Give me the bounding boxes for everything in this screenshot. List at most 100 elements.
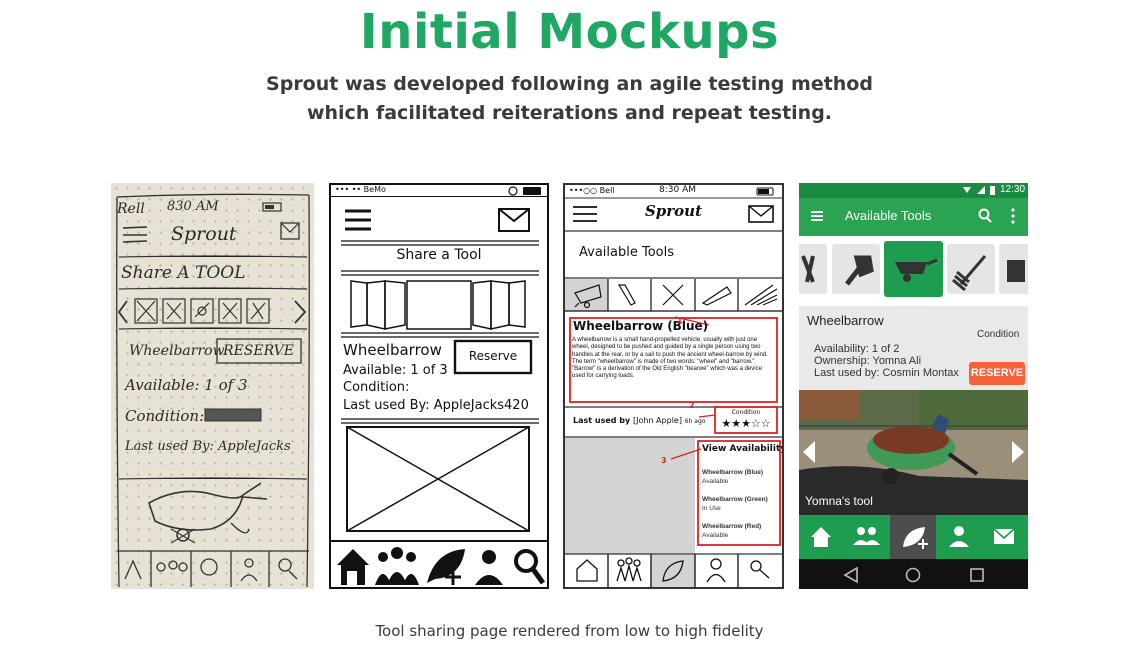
bq-availability-item-status: In Use — [702, 505, 721, 512]
page-subtitle: Sprout was developed following an agile … — [0, 70, 1139, 128]
sketch-app-name: Sprout — [171, 223, 237, 245]
hf-home-icon — [811, 527, 831, 547]
hf-reserve-button[interactable]: RESERVE — [969, 362, 1025, 385]
wf-bottom-nav — [337, 547, 546, 585]
bq-annotation-3: 3 — [661, 456, 667, 465]
bq-item-title: Wheelbarrow (Blue) — [573, 319, 709, 333]
home-circle-icon — [905, 567, 921, 583]
hf-wheelbarrow-icon — [895, 262, 927, 274]
bq-availability-item[interactable]: Wheelbarrow (Green) In Use — [702, 496, 778, 523]
bq-availability-item-status: Available — [702, 532, 729, 539]
hf-more-icon — [1011, 208, 1015, 224]
bq-annotation-1: 1 — [677, 316, 683, 325]
hf-shovel-icon — [845, 255, 874, 286]
high-fidelity-mockup: 12:30 Available Tools Wheelbarrow Condit… — [799, 183, 1028, 589]
bq-shovel-tab-icon — [617, 284, 636, 306]
battery-icon — [990, 186, 995, 195]
hf-ownership: Ownership: Yomna Ali — [814, 355, 922, 367]
bq-availability-item[interactable]: Wheelbarrow (Red) Available — [702, 523, 778, 550]
bq-last-used-label: Last used by — [573, 416, 631, 425]
wf-available: Available: 1 of 3 — [343, 363, 448, 378]
wf-search-icon — [514, 549, 538, 573]
bq-view-availability[interactable]: View Availability — [702, 444, 784, 454]
bq-availability-item-name: Wheelbarrow (Green) — [702, 496, 768, 503]
wf-item-name: Wheelbarrow — [343, 341, 442, 359]
bq-people-icon — [617, 559, 625, 567]
bq-last-used-user: [John Apple] — [633, 416, 682, 425]
wf-carrier: ••• •• BeMo — [335, 185, 386, 194]
bq-page-title: Available Tools — [579, 245, 674, 260]
sketch-condition: Condition: — [125, 407, 205, 425]
hf-search-icon — [978, 208, 992, 223]
bq-leaf-icon — [662, 560, 684, 582]
wf-reserve-label[interactable]: Reserve — [468, 349, 518, 363]
wifi-icon — [963, 187, 971, 193]
hf-pruner-icon — [801, 255, 815, 283]
bq-drawing — [565, 187, 782, 587]
wf-user-icon — [482, 550, 496, 564]
bq-time: 8:30 AM — [659, 185, 696, 195]
hf-people-icon — [857, 527, 865, 535]
bq-condition-label: Condition — [731, 409, 761, 416]
hf-prev-arrow-icon — [803, 441, 815, 463]
bq-annotation-2: 2 — [689, 401, 695, 410]
bq-user-icon — [710, 558, 722, 570]
hf-bucket-icon — [1007, 260, 1025, 282]
wf-drawing — [331, 186, 547, 587]
paper-sketch-mockup: Rell 830 AM Sprout Share A TOOL Wheelbar… — [111, 183, 314, 589]
sketch-item-name: Wheelbarrow — [129, 343, 225, 359]
bq-home-icon — [576, 559, 598, 582]
bq-menu-icon — [573, 206, 597, 222]
back-icon — [843, 566, 858, 584]
bq-pruner-tab-icon — [662, 284, 684, 306]
bq-app-name: Sprout — [644, 202, 703, 220]
hf-leaf-add-icon — [903, 527, 925, 547]
hf-menu-icon — [811, 211, 823, 221]
hf-photo-caption: Yomna's tool — [805, 494, 873, 508]
sketch-page-title: Share A TOOL — [121, 263, 246, 283]
wf-mail-icon — [498, 208, 530, 232]
sketch-time: 830 AM — [167, 199, 219, 214]
hf-user-icon — [954, 526, 964, 536]
sketch-drawing — [116, 193, 310, 588]
hf-last-used: Last used by: Cosmin Montax — [814, 367, 959, 379]
hf-app-bar-title: Available Tools — [845, 208, 932, 223]
bq-carrier: •••○○ Bell — [569, 186, 615, 195]
recents-icon — [970, 568, 984, 582]
hf-status-bar — [799, 183, 1028, 198]
sketch-reserve-label: RESERVE — [223, 343, 294, 359]
wf-leaf-add-icon — [427, 549, 465, 583]
subtitle-line-2: which facilitated reiterations and repea… — [306, 102, 833, 124]
bq-availability-item-status: Available — [702, 478, 729, 485]
hf-bottom-nav-icons — [811, 526, 1015, 549]
figure-caption: Tool sharing page rendered from low to h… — [375, 622, 764, 640]
wf-carousel — [350, 280, 526, 330]
hf-condition-label: Condition — [977, 329, 1020, 340]
bq-availability-item-name: Wheelbarrow (Red) — [702, 523, 762, 530]
bq-search-icon — [750, 560, 762, 572]
bq-rake-tab-icon — [744, 284, 778, 306]
bq-availability-item-name: Wheelbarrow (Blue) — [702, 469, 764, 476]
bq-wheelbarrow-tab-icon — [574, 284, 602, 308]
bq-availability-item[interactable]: Wheelbarrow (Blue) Available — [702, 469, 778, 496]
signal-icon — [977, 186, 985, 194]
wireframe-mockup: ••• •• BeMo — [329, 183, 549, 589]
hf-photo-arrows — [803, 441, 1024, 463]
hf-status-icons — [963, 186, 995, 195]
hf-availability: Availability: 1 of 2 — [814, 343, 900, 355]
hf-next-arrow-icon — [1012, 441, 1024, 463]
wf-image-placeholder — [346, 426, 530, 532]
balsamiq-mockup: •••○○ Bell 8:30 AM — [563, 183, 784, 589]
hf-system-nav — [799, 559, 1028, 589]
wf-reserve-button — [453, 339, 533, 375]
sketch-available: Available: 1 of 3 — [125, 376, 248, 394]
sketch-last-used: Last used By: AppleJacks — [125, 439, 291, 454]
bq-last-used-ago: 6h ago — [684, 418, 706, 425]
wf-page-title: Share a Tool — [396, 247, 482, 263]
bq-mail-icon — [748, 205, 774, 223]
sketch-carrier: Rell — [117, 201, 145, 217]
hf-rake-icon — [952, 255, 987, 292]
hf-app-bar — [799, 198, 1028, 236]
bq-trowel-tab-icon — [701, 286, 732, 306]
